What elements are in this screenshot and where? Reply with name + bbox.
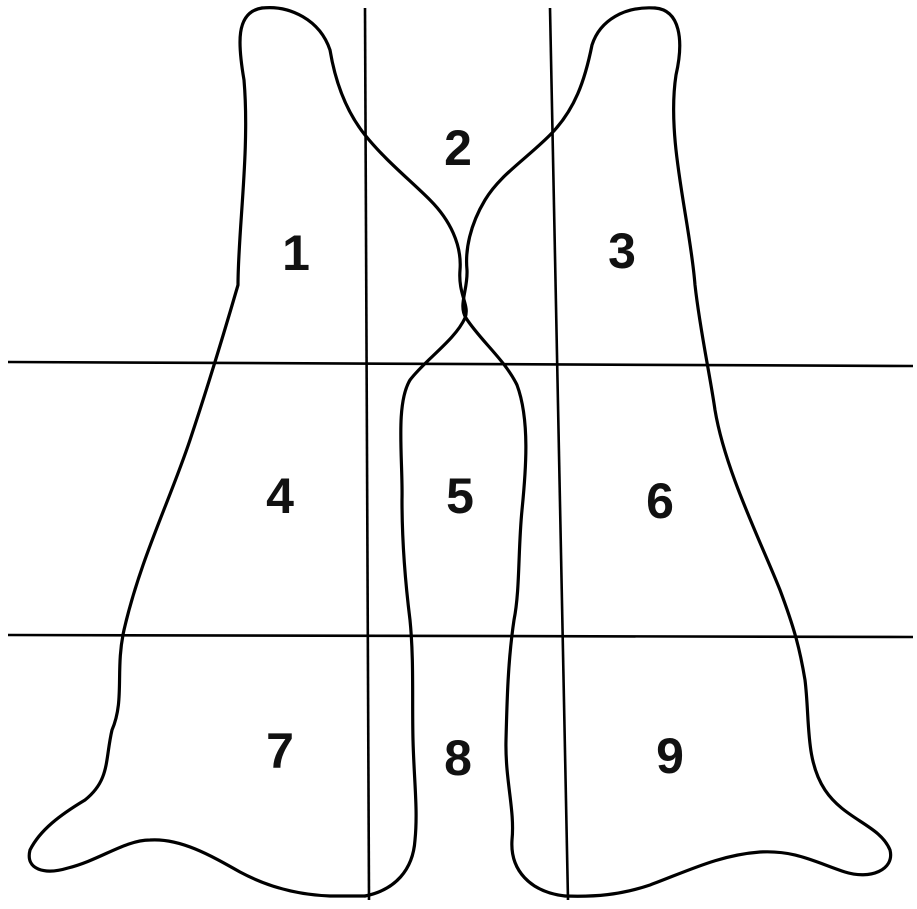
region-label-9: 9 [656,728,684,784]
region-label-7: 7 [266,723,294,779]
grid-horizontal-bottom [8,635,913,637]
region-label-6: 6 [646,473,674,529]
grid-vertical-right [550,8,568,900]
region-label-3: 3 [608,223,636,279]
region-label-5: 5 [446,468,474,524]
hide-outline-left [29,8,365,896]
region-label-1: 1 [282,225,310,281]
hide-outline-right [565,8,891,896]
grid-vertical-left [365,8,369,900]
region-label-4: 4 [266,468,294,524]
region-label-2: 2 [444,120,472,176]
region-label-8: 8 [444,730,472,786]
grid-horizontal-top [8,362,913,366]
